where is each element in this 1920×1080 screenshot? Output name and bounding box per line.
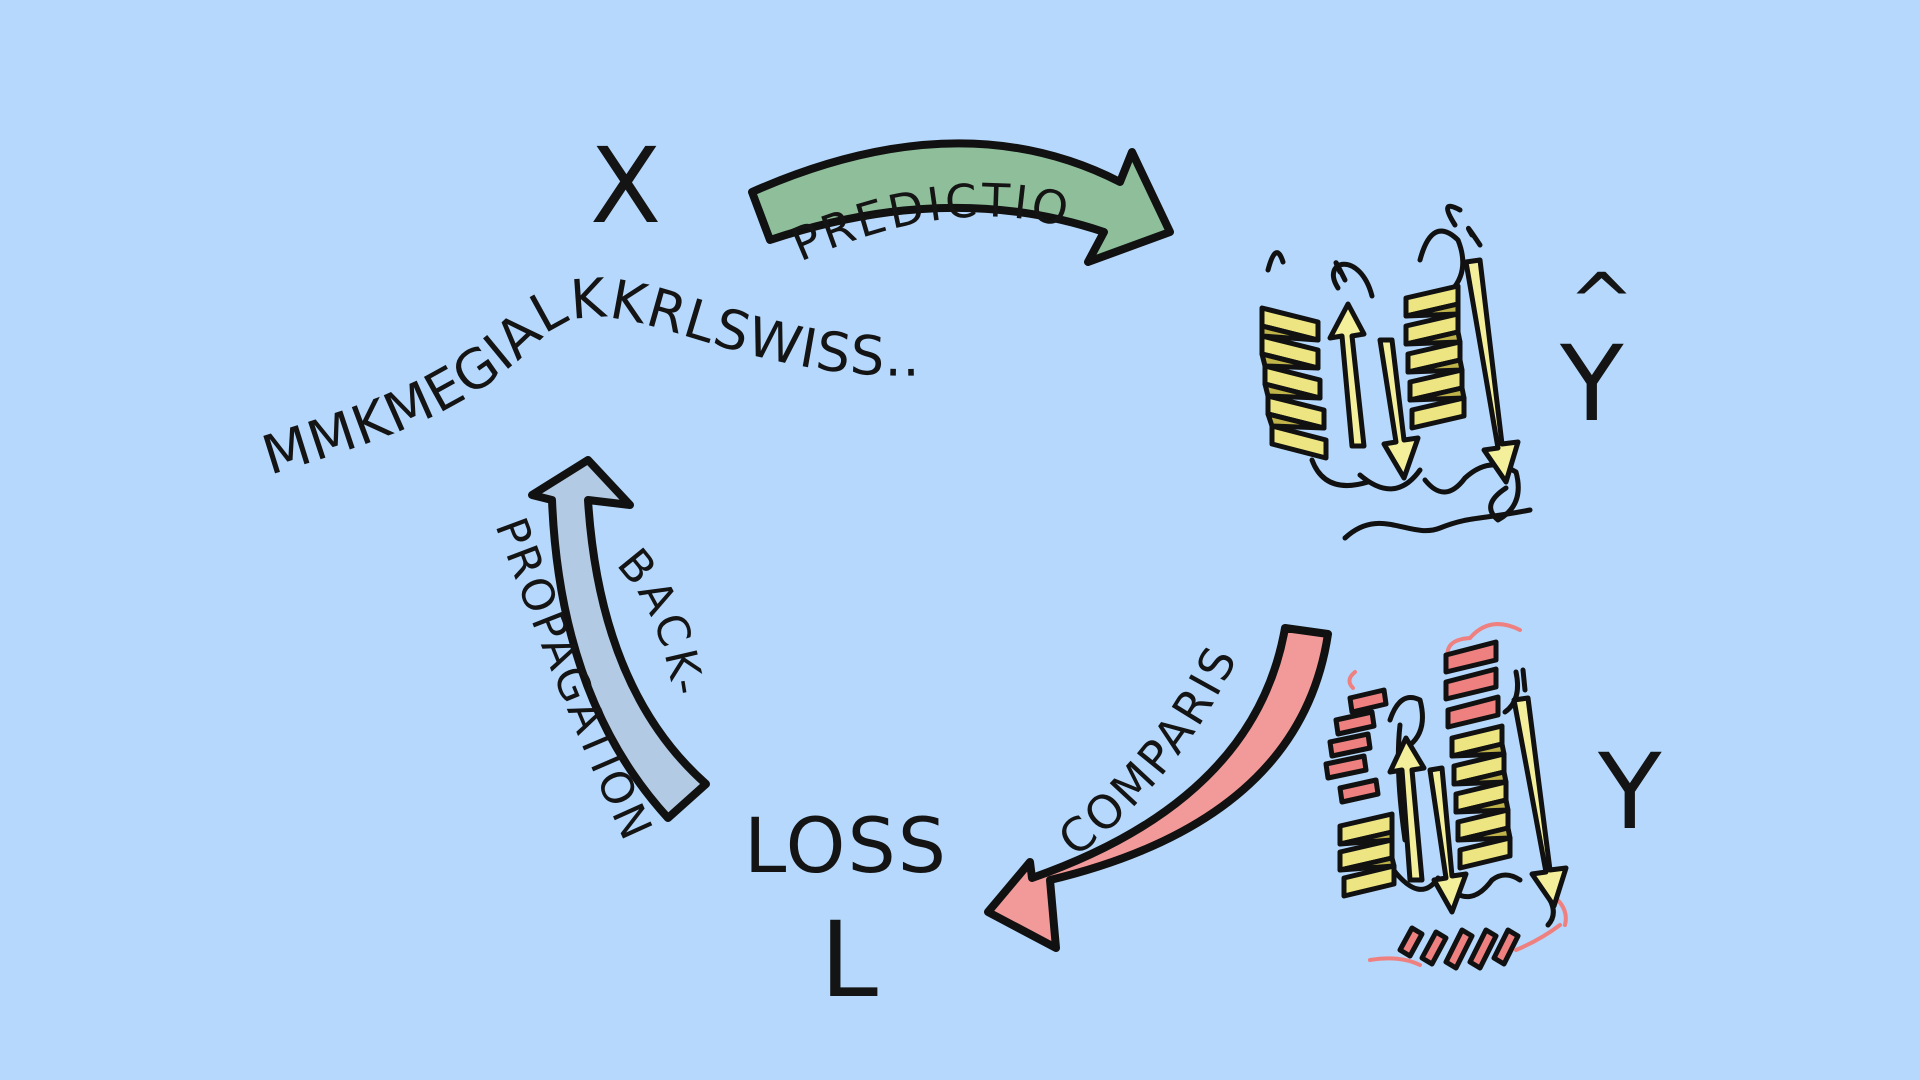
input-x-label: X [590, 125, 661, 247]
predicted-protein-structure [1259, 203, 1533, 541]
loss-label: LOSS [744, 801, 948, 890]
true-protein-structure [1323, 622, 1569, 971]
loss-symbol-l: L [820, 899, 878, 1021]
predicted-y-hat-accent: ^ [1568, 256, 1635, 349]
true-y-label: Y [1597, 731, 1662, 853]
predicted-y-hat-label: Y [1559, 323, 1624, 445]
